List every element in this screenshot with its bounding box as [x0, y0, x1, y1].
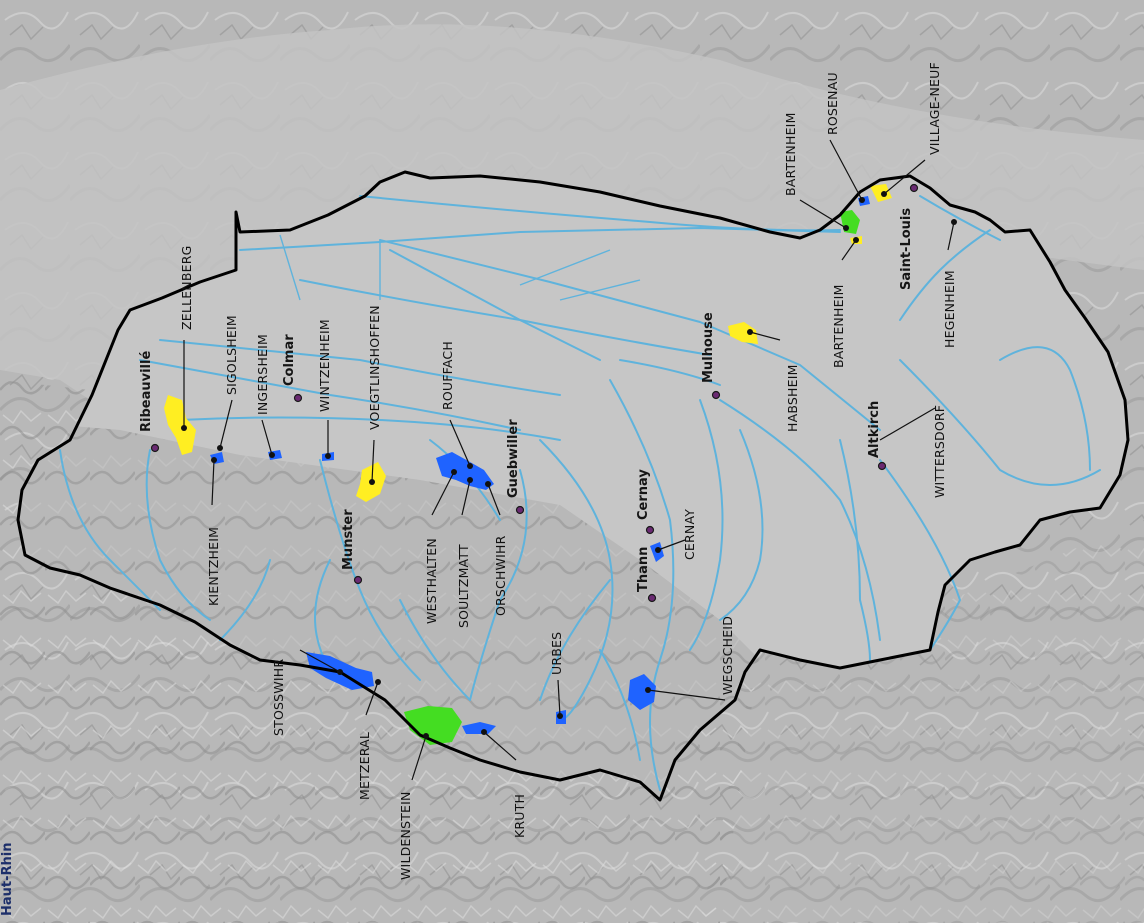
town-label-altkirch: Altkirch — [867, 401, 882, 458]
zone-village-neuf[interactable] — [870, 184, 892, 202]
site-label-rouffach: ROUFFACH — [440, 341, 455, 410]
site-label-kientzheim: KIENTZHEIM — [206, 527, 221, 606]
town-label-cernay: Cernay — [636, 469, 651, 520]
town-label-thann: Thann — [636, 547, 651, 592]
town-label-colmar: Colmar — [282, 334, 297, 386]
town-marker-munster[interactable] — [353, 575, 363, 585]
town-markers — [150, 183, 919, 603]
site-label-wildenstein: WILDENSTEIN — [398, 791, 413, 880]
town-label-guebwiller: Guebwiller — [506, 419, 521, 498]
site-label-cernay: CERNAY — [682, 509, 697, 560]
town-marker-mulhouse[interactable] — [711, 390, 721, 400]
site-label-urbes: URBES — [549, 632, 564, 675]
zone-habsheim[interactable] — [728, 322, 758, 344]
town-marker-thann[interactable] — [647, 593, 657, 603]
site-label-stosswihr: STOSSWIHR — [271, 659, 286, 736]
site-label-hegenheim: HEGENHEIM — [942, 270, 957, 348]
town-marker-cernay[interactable] — [645, 525, 655, 535]
zone-wegscheid[interactable] — [628, 674, 656, 710]
site-label-wittersdorf: WITTERSDORF — [932, 405, 947, 498]
site-label-voegtlinshoffen: VOEGTLINSHOFFEN — [367, 305, 382, 430]
site-label-bartenheim-2: BARTENHEIM — [831, 284, 846, 368]
town-marker-ribeauville[interactable] — [150, 443, 160, 453]
town-marker-saint-louis[interactable] — [909, 183, 919, 193]
site-label-wegscheid: WEGSCHEID — [720, 616, 735, 695]
town-label-mulhouse: Mulhouse — [701, 312, 716, 383]
town-marker-guebwiller[interactable] — [515, 505, 525, 515]
zone-rouffach[interactable] — [436, 452, 494, 490]
leader-lines — [181, 139, 957, 781]
zone-kruth[interactable] — [462, 722, 496, 734]
edge-caption: Haut-Rhin — [0, 843, 15, 917]
site-label-wintzenheim: WINTZENHEIM — [317, 319, 332, 412]
site-label-ingersheim: INGERSHEIM — [255, 334, 270, 415]
site-label-village-neuf: VILLAGE-NEUF — [927, 62, 942, 155]
site-label-habsheim: HABSHEIM — [785, 364, 800, 432]
town-marker-colmar[interactable] — [293, 393, 303, 403]
site-label-zellenberg: ZELLENBERG — [179, 246, 194, 330]
site-label-orschwihr: ORSCHWIHR — [493, 535, 508, 616]
department-boundary — [16, 170, 1130, 802]
site-label-westhalten: WESTHALTEN — [424, 538, 439, 624]
site-label-kruth: KRUTH — [512, 794, 527, 838]
river-network — [59, 195, 1101, 791]
site-label-sigolsheim: SIGOLSHEIM — [224, 315, 239, 395]
town-label-ribeauville: Ribeauvillé — [139, 351, 154, 432]
zone-zellenberg[interactable] — [164, 395, 196, 455]
site-label-bartenheim-1: BARTENHEIM — [783, 112, 798, 196]
jura-relief — [700, 520, 1144, 923]
town-label-saint-louis: Saint-Louis — [899, 208, 914, 290]
site-label-metzeral: METZERAL — [357, 732, 372, 800]
town-label-munster: Munster — [341, 509, 356, 570]
site-label-rosenau: ROSENAU — [825, 72, 840, 135]
town-marker-altkirch[interactable] — [877, 461, 887, 471]
site-label-soultzmatt: SOULTZMATT — [456, 544, 471, 628]
